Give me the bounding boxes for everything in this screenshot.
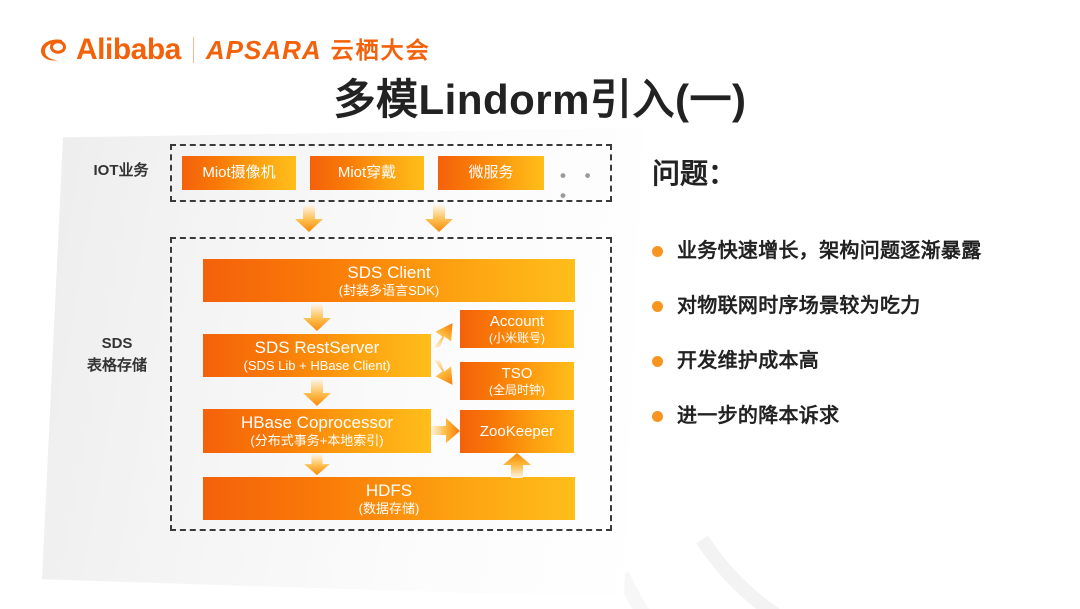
iot-service-label: Miot穿戴: [337, 164, 397, 182]
list-item-label: 开发维护成本高: [677, 350, 820, 372]
problems-list: 业务快速增长，架构问题逐渐暴露 对物联网时序场景较为吃力 开发维护成本高 进一步…: [652, 238, 1062, 458]
component-zookeeper[interactable]: ZooKeeper: [460, 410, 574, 453]
down-arrow-client-to-rest-icon: [303, 304, 331, 331]
down-arrow-rest-to-coprocessor-icon: [303, 379, 331, 406]
bullet-dot-icon: [652, 356, 663, 367]
list-item: 业务快速增长，架构问题逐渐暴露: [652, 238, 1062, 264]
component-hdfs[interactable]: HDFS (数据存储): [203, 477, 575, 520]
bullet-dot-icon: [652, 411, 663, 422]
bullet-dot-icon: [652, 301, 663, 312]
iot-service-label: 微服务: [468, 164, 514, 182]
row-label-sds-line2: 表格存储: [86, 356, 147, 374]
list-item-label: 进一步的降本诉求: [677, 405, 840, 427]
component-title: ZooKeeper: [479, 422, 555, 440]
component-subtitle: (封装多语言SDK): [338, 282, 440, 298]
list-item: 对物联网时序场景较为吃力: [652, 293, 1062, 319]
iot-service-miot-wearable[interactable]: Miot穿戴: [310, 156, 424, 190]
component-title: TSO: [501, 365, 533, 383]
right-arrow-to-zookeeper-icon: [431, 418, 460, 443]
down-arrow-iot-left-icon: [295, 205, 323, 232]
component-subtitle: (全局时钟): [489, 382, 545, 397]
component-hbase-coprocessor[interactable]: HBase Coprocessor (分布式事务+本地索引): [203, 409, 431, 453]
component-title: HBase Coprocessor: [240, 413, 394, 433]
component-tso[interactable]: TSO (全局时钟): [460, 362, 574, 400]
diagonal-arrow-down-to-tso-icon: [433, 360, 453, 385]
component-sds-restserver[interactable]: SDS RestServer (SDS Lib + HBase Client): [203, 334, 431, 377]
problems-heading: 问题：: [652, 158, 737, 189]
page-title: 多模Lindorm引入(一): [333, 76, 747, 123]
iot-more-ellipsis: • • •: [560, 166, 598, 205]
iot-service-label: Miot摄像机: [202, 164, 276, 182]
diagonal-arrow-up-to-account-icon: [433, 323, 453, 348]
component-subtitle: (分布式事务+本地索引): [250, 433, 384, 449]
component-account[interactable]: Account (小米账号): [460, 310, 574, 348]
iot-group-container: [170, 144, 612, 202]
alibaba-logo-icon: [41, 39, 66, 61]
list-item: 开发维护成本高: [652, 348, 1062, 374]
conference-name-cn: 云栖大会: [330, 36, 431, 63]
row-label-iot: IOT业务: [93, 162, 149, 179]
list-item: 进一步的降本诉求: [652, 403, 1062, 429]
component-subtitle: (小米账号): [489, 330, 545, 345]
row-label-sds-line1: SDS: [101, 335, 133, 352]
component-sds-client[interactable]: SDS Client (封装多语言SDK): [203, 259, 575, 302]
list-item-label: 对物联网时序场景较为吃力: [677, 295, 921, 317]
component-title: SDS RestServer: [254, 337, 380, 357]
row-label-sds: SDS 表格存储: [62, 333, 172, 377]
list-item-label: 业务快速增长，架构问题逐渐暴露: [677, 240, 982, 262]
sds-group-container: [170, 237, 612, 531]
down-arrow-coprocessor-to-hdfs-icon: [304, 454, 330, 476]
logo-divider: [192, 37, 194, 63]
component-title: HDFS: [365, 480, 413, 500]
bullet-dot-icon: [652, 246, 663, 257]
down-arrow-iot-right-icon: [425, 205, 453, 232]
iot-service-microservice[interactable]: 微服务: [438, 156, 544, 190]
up-arrow-hdfs-to-zookeeper-icon: [503, 453, 531, 478]
component-subtitle: (SDS Lib + HBase Client): [243, 357, 391, 373]
conference-name: APSARA: [205, 35, 322, 65]
component-title: SDS Client: [347, 262, 431, 282]
component-subtitle: (数据存储): [358, 500, 420, 516]
brand-logo-bar: Alibaba APSARA 云栖大会: [38, 30, 431, 70]
iot-service-miot-camera[interactable]: Miot摄像机: [182, 156, 296, 190]
component-title: Account: [489, 313, 545, 331]
brand-name: Alibaba: [76, 33, 181, 66]
